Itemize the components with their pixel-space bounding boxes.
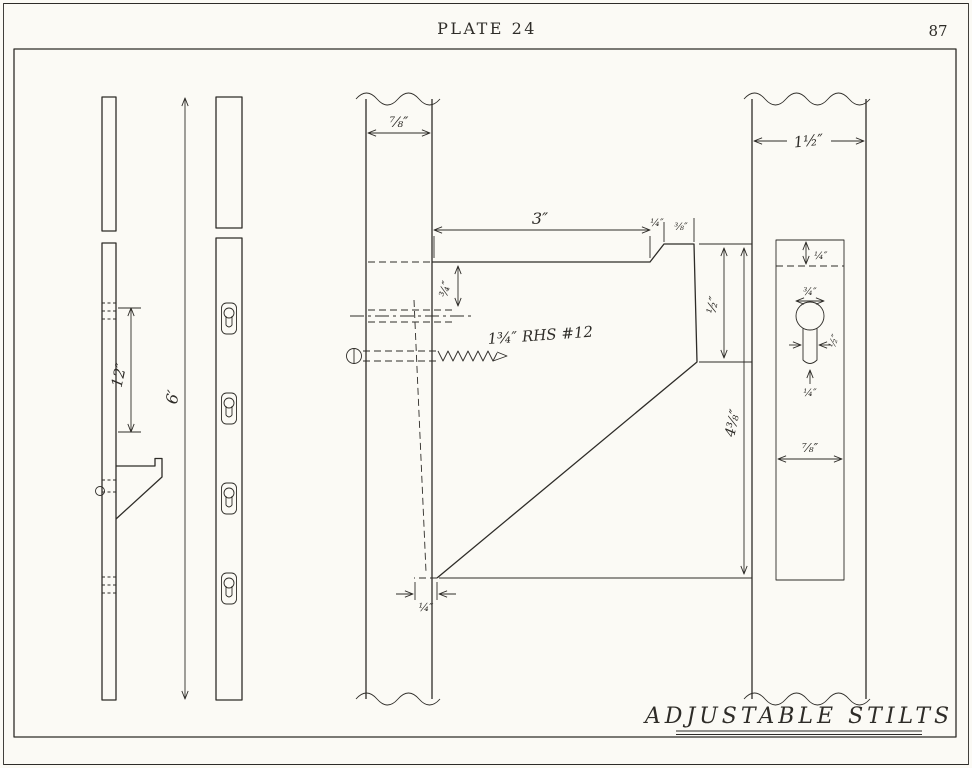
dim-recess-width: ⅞″ [778, 441, 842, 459]
dim-face-board-width: 1½″ [754, 130, 864, 152]
dim-label-3in: 3″ [532, 209, 548, 228]
dim-shelf-length: 3″ [433, 209, 651, 258]
dim-label-12in: 12″ [108, 361, 131, 389]
outer-border [3, 3, 969, 765]
break-line-bottom [743, 692, 871, 706]
dim-label-6ft: 6′ [162, 388, 183, 405]
plate-title: ADJUSTABLE STILTS [643, 704, 953, 735]
title-underline [676, 730, 922, 735]
dim-label-recess-width: ⅞″ [802, 441, 819, 455]
dim-overall-length: 6′ [162, 98, 185, 699]
dim-lip: ¼″ ⅜″ [650, 218, 695, 242]
screw-drawing [346, 348, 508, 364]
bracket-hidden-edge [413, 299, 437, 579]
stilt-face-view [215, 96, 243, 701]
dim-label-slot-width: ½″ [827, 333, 842, 349]
inner-frame [13, 48, 957, 738]
dim-label-lip-rise: ¼″ [650, 218, 664, 229]
dim-label-slot-inset: ¼″ [803, 388, 817, 399]
dim-section-length: 12″ [108, 307, 141, 433]
dim-hole-diameter: ¾″ [796, 287, 824, 301]
keyhole-slots [221, 302, 237, 605]
dim-label-shelf-thickness: ¾″ [436, 279, 454, 299]
screw-note: 1¾″ RHS #12 [487, 323, 594, 348]
break-line-top [743, 92, 871, 106]
dim-label-tip-width: ¼″ [419, 601, 435, 614]
dim-slot-width: ½″ [789, 333, 842, 349]
dim-label-lip-width: ⅜″ [674, 222, 688, 233]
bracket-detail-view: 1¾″ RHS #12 [346, 92, 698, 706]
plate-title-text: ADJUSTABLE STILTS [643, 704, 953, 729]
dim-label-overall-height: 4⅜″ [722, 407, 744, 439]
dim-slot-inset: ¼″ [803, 370, 817, 399]
break-line-top [355, 92, 441, 106]
dim-end-height: ½″ [699, 243, 752, 363]
side-view-screw-head [95, 486, 105, 496]
dim-label-hole-diameter: ¾″ [803, 287, 817, 298]
dim-label-end-height: ½″ [704, 295, 722, 315]
dim-label-board-width: ⅞″ [390, 115, 410, 131]
plate-label: PLATE 24 [437, 19, 537, 38]
break-line-bottom [355, 692, 441, 706]
dim-shelf-thickness: ¾″ [436, 266, 458, 306]
dim-label-face-board-width: 1½″ [793, 130, 825, 151]
dim-tip-width: ¼″ [396, 582, 456, 614]
bracket-outline [432, 243, 698, 579]
side-view-hidden-lines [102, 302, 116, 594]
dim-edge-inset: ¼″ [806, 242, 828, 264]
page-number: 87 [928, 22, 947, 40]
dim-board-width: ⅞″ [368, 115, 430, 133]
recess-outline [775, 239, 845, 581]
dim-label-edge-inset: ¼″ [814, 251, 828, 262]
board-face-view [743, 92, 871, 706]
dim-overall-height: 4⅜″ [439, 248, 752, 579]
stilt-side-view [95, 96, 163, 701]
side-view-bracket [115, 457, 163, 520]
keyhole-detail [795, 301, 825, 364]
